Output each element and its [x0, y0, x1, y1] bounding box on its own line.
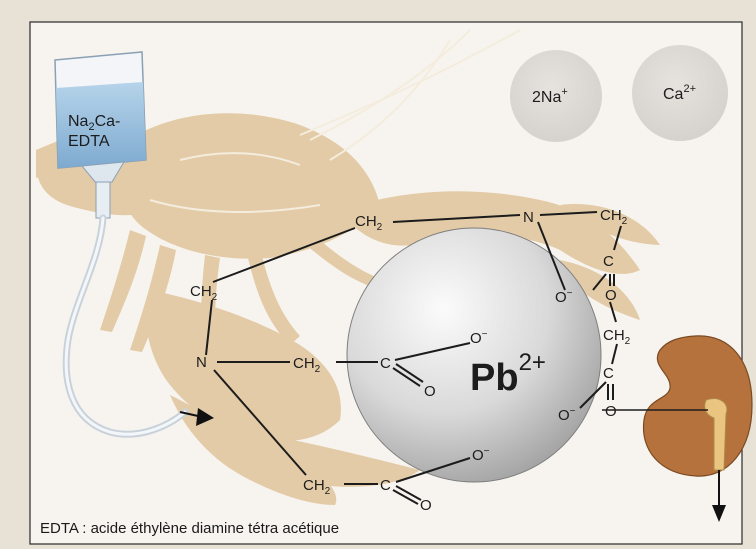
carbon-bottom: C	[380, 477, 391, 494]
calcium-ion: Ca2+	[632, 45, 728, 141]
oxygen-middle: O	[424, 383, 436, 400]
carbon-middle: C	[380, 355, 391, 372]
nitrogen-right: N	[523, 209, 534, 226]
oxygen-right-bottom: O	[605, 403, 617, 420]
oxygen-right-top: O	[605, 287, 617, 304]
carbon-right-top: C	[603, 253, 614, 270]
carbon-right-bottom: C	[603, 365, 614, 382]
caption: EDTA : acide éthylène diamine tétra acét…	[40, 520, 339, 537]
oxygen-bottom: O	[420, 497, 432, 514]
iv-bag-label-edta: EDTA	[68, 133, 110, 150]
nitrogen-left: N	[196, 354, 207, 371]
sodium-ion: 2Na+	[510, 50, 602, 142]
